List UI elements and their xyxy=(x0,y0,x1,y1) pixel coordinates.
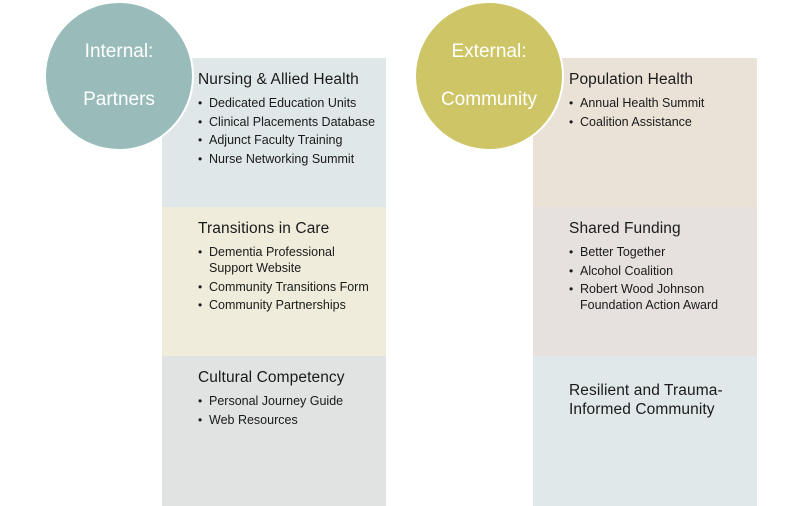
list-item: Nurse Networking Summit xyxy=(198,151,378,167)
section-title: Cultural Competency xyxy=(198,369,345,386)
circle-label-line2: Partners xyxy=(83,89,155,110)
section-resilient-trauma-informed: Resilient and Trauma-Informed Community xyxy=(533,356,757,506)
circle-label-line1: Internal: xyxy=(84,41,154,62)
circle-label: Internal: Partners xyxy=(83,16,155,136)
section-title: Resilient and Trauma-Informed Community xyxy=(569,382,723,418)
list-item: Coalition Assistance xyxy=(569,114,749,130)
section-title: Transitions in Care xyxy=(198,220,330,237)
section-shared-funding: Shared Funding Better Together Alcohol C… xyxy=(533,207,757,356)
item-list: Dedicated Education Units Clinical Place… xyxy=(198,95,378,167)
section-title: Shared Funding xyxy=(569,220,681,237)
list-item: Better Together xyxy=(569,244,749,260)
item-list: Dementia Professional Support Website Co… xyxy=(198,244,378,313)
section-population-health: Population Health Annual Health Summit C… xyxy=(533,58,757,207)
list-item: Personal Journey Guide xyxy=(198,393,378,409)
list-item: Clinical Placements Database xyxy=(198,114,378,130)
list-item: Community Transitions Form xyxy=(198,279,378,295)
circle-label: External: Community xyxy=(441,16,537,136)
section-title: Nursing & Allied Health xyxy=(198,71,359,88)
list-item: Web Resources xyxy=(198,412,378,428)
list-item: Adjunct Faculty Training xyxy=(198,132,378,148)
internal-partners-panel: Nursing & Allied Health Dedicated Educat… xyxy=(162,58,386,506)
list-item: Robert Wood Johnson Foundation Action Aw… xyxy=(569,281,749,313)
section-transitions-in-care: Transitions in Care Dementia Professiona… xyxy=(162,207,386,356)
external-community-panel: Population Health Annual Health Summit C… xyxy=(533,58,757,506)
section-cultural-competency: Cultural Competency Personal Journey Gui… xyxy=(162,356,386,506)
list-item: Alcohol Coalition xyxy=(569,263,749,279)
list-item: Annual Health Summit xyxy=(569,95,749,111)
circle-label-line2: Community xyxy=(440,89,538,110)
section-nursing-allied-health: Nursing & Allied Health Dedicated Educat… xyxy=(162,58,386,207)
item-list: Personal Journey Guide Web Resources xyxy=(198,393,378,428)
item-list: Better Together Alcohol Coalition Robert… xyxy=(569,244,749,313)
circle-label-line1: External: xyxy=(451,41,527,62)
list-item: Community Partnerships xyxy=(198,297,378,313)
external-community-circle: External: Community xyxy=(414,1,564,151)
list-item: Dedicated Education Units xyxy=(198,95,378,111)
list-item: Dementia Professional Support Website xyxy=(198,244,378,276)
section-title: Population Health xyxy=(569,71,694,88)
internal-partners-circle: Internal: Partners xyxy=(44,1,194,151)
item-list: Annual Health Summit Coalition Assistanc… xyxy=(569,95,749,130)
